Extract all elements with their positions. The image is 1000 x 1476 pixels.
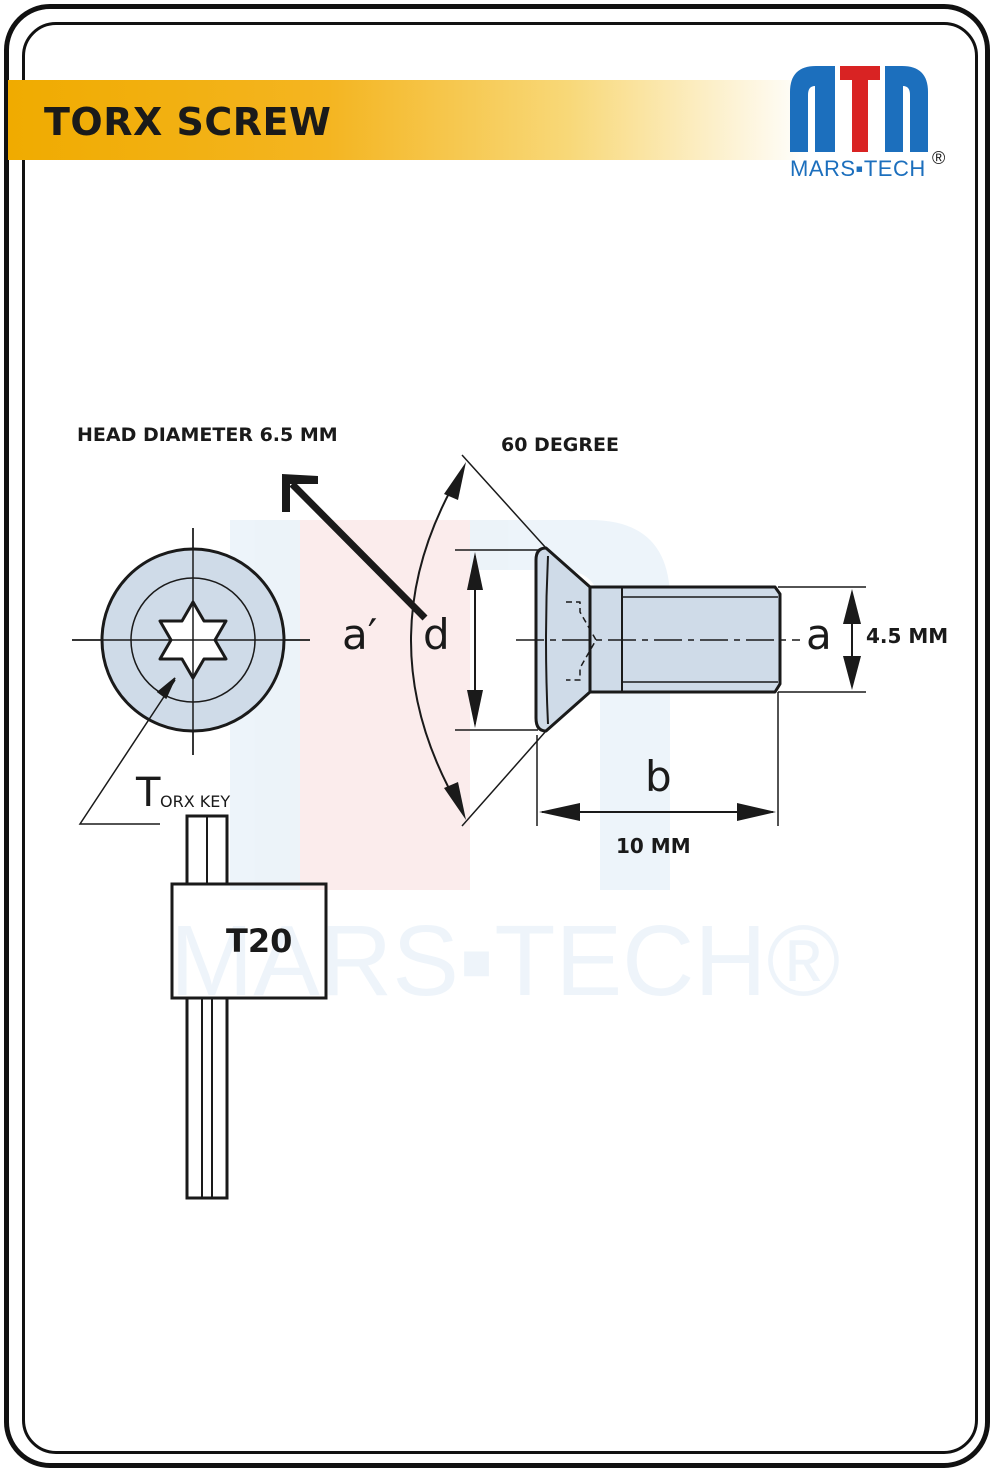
torx-key-label: ORX KEY (160, 792, 231, 811)
head-diameter-arrow (282, 474, 428, 621)
title-bar (8, 80, 808, 160)
a-dimension (778, 586, 866, 693)
angle-label: 60 DEGREE (501, 434, 619, 456)
outer-border (4, 4, 990, 1468)
b-symbol: b (645, 752, 672, 801)
torx-key-leader (78, 677, 176, 825)
torx-key-initial: T (136, 770, 161, 816)
b-dimension (536, 692, 779, 826)
a-symbol: a (806, 610, 832, 659)
key-size-label: T20 (226, 922, 293, 960)
watermark-logo-icon (230, 520, 670, 890)
d-dimension (455, 549, 538, 731)
logo-wordmark: MARS▪TECH (790, 156, 926, 181)
torx-head-icon (72, 528, 310, 755)
logo-registered: ® (932, 148, 946, 168)
angle-dimension (410, 454, 547, 827)
inner-border (22, 22, 978, 1454)
length-label: 10 MM (616, 834, 691, 858)
page-title: TORX SCREW (44, 100, 332, 144)
torx-key-icon (170, 814, 328, 1200)
shank-diameter-label: 4.5 MM (866, 624, 949, 648)
mars-tech-logo-icon (790, 66, 928, 152)
a-prime-symbol: a′ (342, 610, 378, 659)
head-diameter-label: HEAD DIAMETER 6.5 MM (77, 424, 338, 446)
d-symbol: d (423, 610, 450, 659)
